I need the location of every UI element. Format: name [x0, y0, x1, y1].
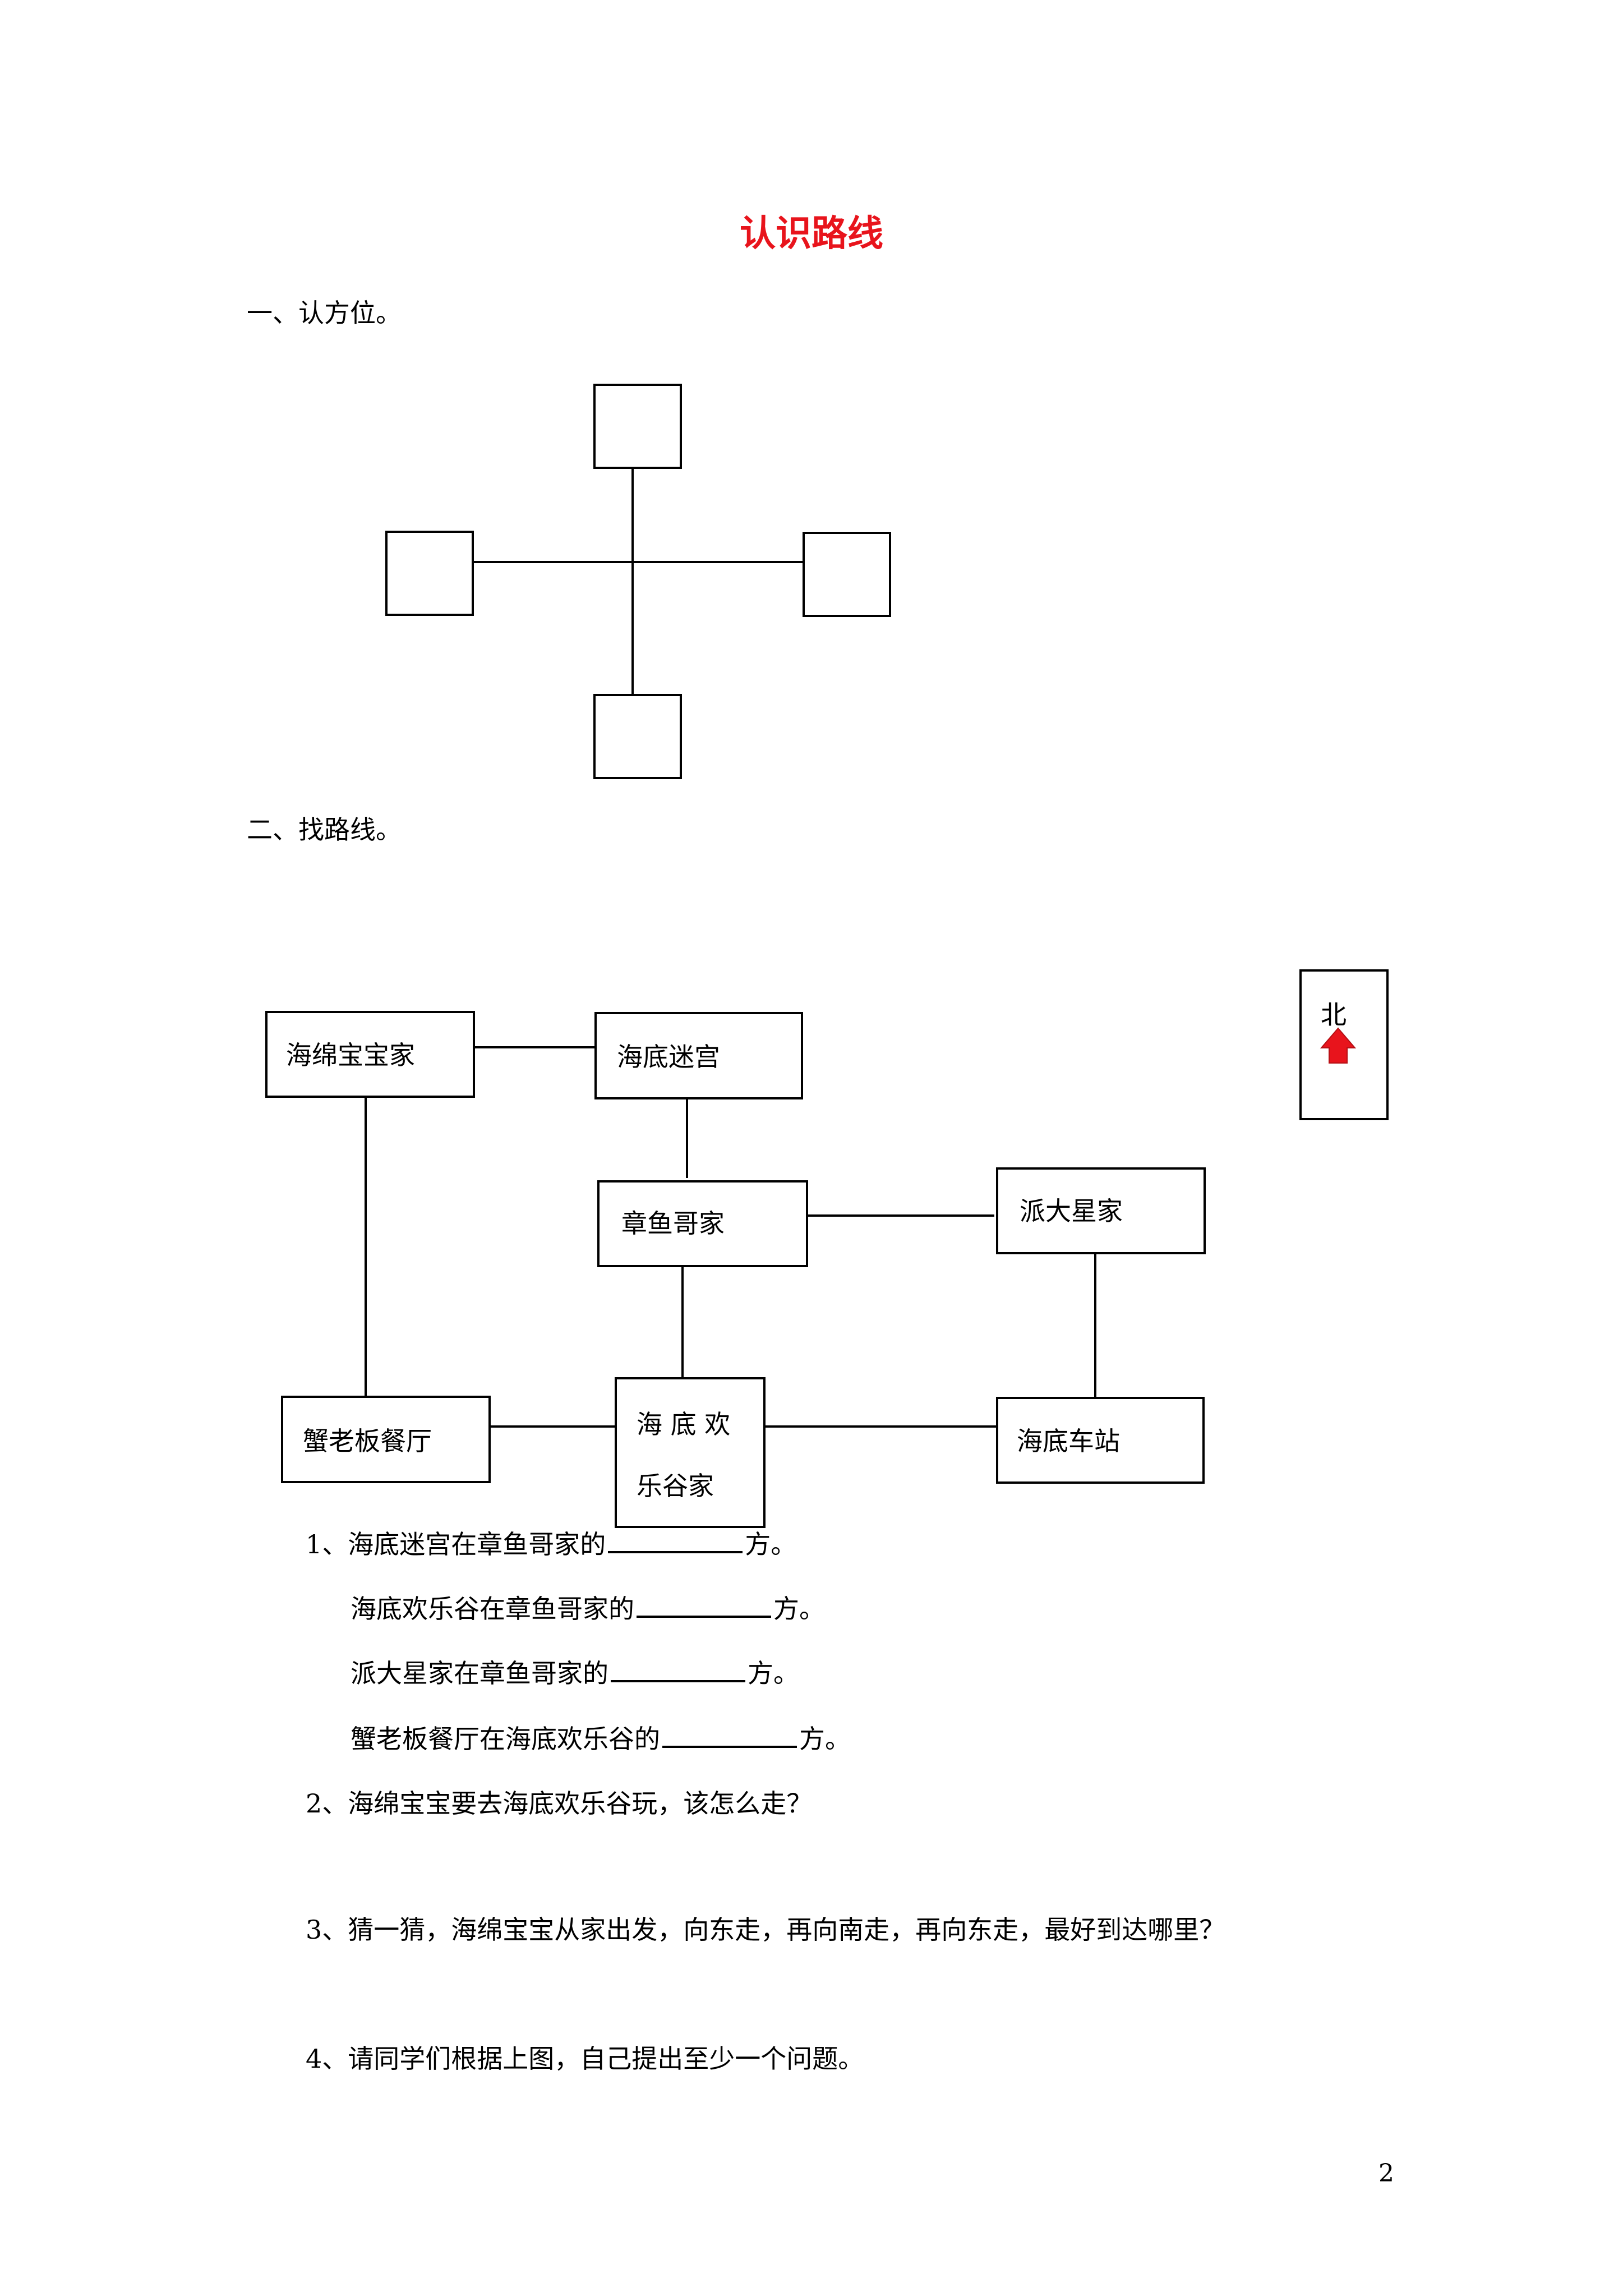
question-1d-text: 蟹老板餐厅在海底欢乐谷的 [351, 1724, 660, 1754]
direction-box-east[interactable] [803, 532, 892, 618]
direction-box-south[interactable] [593, 694, 683, 780]
question-1a-suffix: 方。 [745, 1529, 797, 1559]
page-number: 2 [1378, 2159, 1394, 2188]
question-4: 4、请同学们根据上图，自己提出至少一个问题。 [306, 2044, 864, 2074]
question-1b-text: 海底欢乐谷在章鱼哥家的 [351, 1594, 634, 1624]
question-1d: 蟹老板餐厅在海底欢乐谷的 方。 [351, 1723, 851, 1752]
answer-blank-1b[interactable] [637, 1593, 771, 1618]
answer-blank-1d[interactable] [662, 1723, 797, 1748]
place-box-squidward-home [597, 1180, 808, 1267]
question-1c-text: 派大星家在章鱼哥家的 [351, 1658, 608, 1688]
place-label-station: 海底车站 [1017, 1426, 1120, 1456]
place-label-patrick-home: 派大星家 [1020, 1196, 1123, 1226]
place-label-valley-line2: 乐谷家 [637, 1471, 714, 1501]
question-1a: 1、海底迷宫在章鱼哥家的 方。 [306, 1529, 796, 1557]
section-2-heading: 二、找路线。 [247, 815, 402, 845]
place-box-krusty-krab [281, 1396, 491, 1483]
place-box-valley-home [615, 1377, 766, 1528]
place-box-patrick-home [996, 1167, 1206, 1254]
question-1c-suffix: 方。 [748, 1658, 799, 1688]
question-1b-suffix: 方。 [773, 1594, 825, 1624]
question-1b: 海底欢乐谷在章鱼哥家的 方。 [351, 1593, 825, 1622]
north-label: 北 [1321, 1000, 1347, 1030]
question-1d-suffix: 方。 [799, 1724, 851, 1754]
place-label-krusty-krab: 蟹老板餐厅 [303, 1426, 432, 1456]
place-box-station [996, 1397, 1205, 1484]
direction-box-west[interactable] [385, 531, 475, 617]
place-label-valley-line1: 海 底 欢 [637, 1409, 730, 1439]
answer-blank-1a[interactable] [608, 1529, 743, 1553]
place-label-spongebob-home: 海绵宝宝家 [286, 1040, 415, 1070]
place-label-maze: 海底迷宫 [617, 1042, 720, 1072]
page-title: 认识路线 [740, 213, 883, 255]
map-connectors [365, 1046, 1096, 1428]
place-box-maze [594, 1012, 803, 1099]
place-label-squidward-home: 章鱼哥家 [621, 1208, 725, 1239]
question-3: 3、猜一猜，海绵宝宝从家出发，向东走，再向南走，再向东走，最好到达哪里？ [306, 1915, 1225, 1945]
question-1a-text: 1、海底迷宫在章鱼哥家的 [306, 1529, 606, 1559]
question-2: 2、海绵宝宝要去海底欢乐谷玩，该怎么走？ [306, 1788, 813, 1819]
section-1-heading: 一、认方位。 [247, 298, 402, 328]
direction-box-north[interactable] [593, 384, 683, 470]
north-arrow-icon [1320, 1027, 1357, 1064]
place-box-spongebob-home [265, 1011, 475, 1098]
question-1c: 派大星家在章鱼哥家的 方。 [351, 1658, 799, 1686]
answer-blank-1c[interactable] [611, 1658, 745, 1682]
